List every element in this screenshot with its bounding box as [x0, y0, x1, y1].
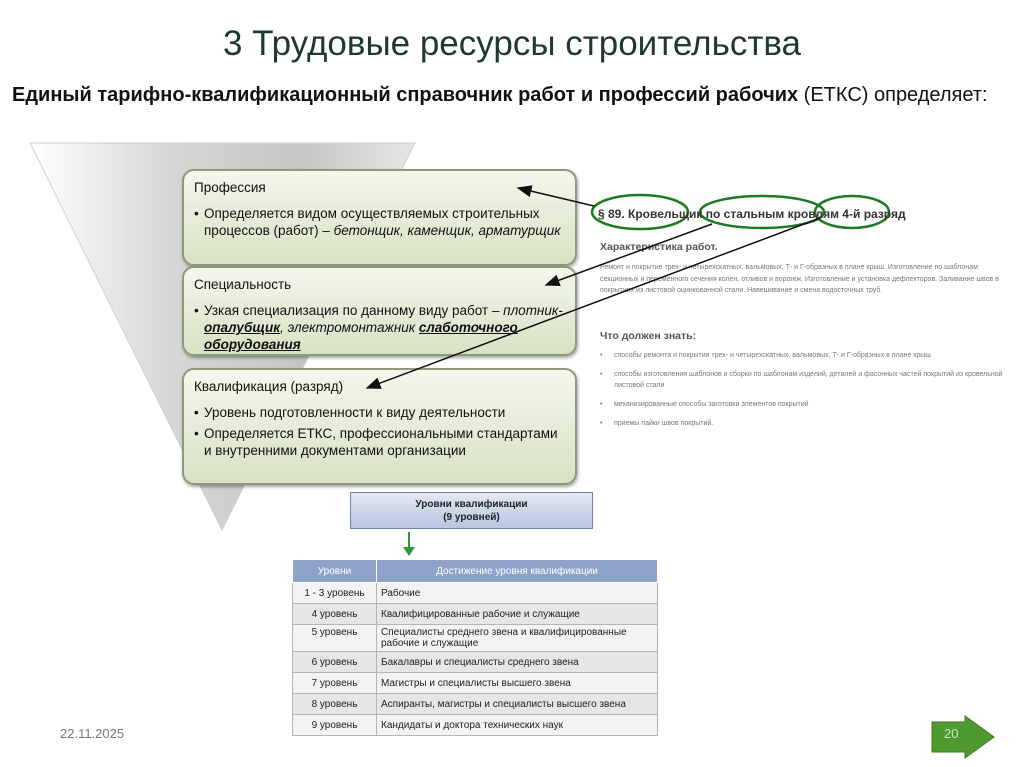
article-knowledge-title: Что должен знать: — [600, 330, 696, 342]
col-header-achievement: Достижение уровня квалификации — [377, 560, 658, 583]
list-item: •механизированные способы заготовки элем… — [600, 399, 1005, 410]
article-heading: § 89. Кровельщик по стальным кровлям 4-й… — [598, 207, 906, 221]
card-profession-title: Профессия — [194, 179, 565, 196]
list-item: •приемы пайки швов покрытий. — [600, 418, 1005, 429]
card-specialty: Специальность •Узкая специализация по да… — [182, 266, 577, 356]
col-header-levels: Уровни — [293, 560, 377, 583]
next-slide-arrow-icon — [932, 716, 994, 758]
levels-box-line2: (9 уровней) — [351, 511, 592, 524]
card-specialty-text: Узкая специализация по данному виду рабо… — [204, 302, 565, 353]
list-item: •способы изготовления шаблонов и сборки … — [600, 369, 1005, 391]
levels-box-line1: Уровни квалификации — [351, 498, 592, 511]
card-qualification-title: Квалификация (разряд) — [194, 378, 565, 395]
qualification-levels-box: Уровни квалификации (9 уровней) — [350, 492, 593, 529]
card-qualification-bullet-2: Определяется ЕТКС, профессиональными ста… — [204, 425, 565, 459]
card-profession-text: Определяется видом осуществляемых строит… — [204, 205, 565, 239]
list-item: •способы ремонта и покрытия трех- и четы… — [600, 350, 1005, 361]
slide-date: 22.11.2025 — [60, 726, 124, 741]
card-qualification-bullet-1: Уровень подготовленности к виду деятельн… — [204, 404, 565, 421]
card-qualification: Квалификация (разряд) •Уровень подготовл… — [182, 368, 577, 485]
slide-number[interactable]: 20 — [944, 726, 958, 741]
article-characteristic-text: Ремонт и покрытие трех- и четырехскатных… — [600, 262, 1005, 297]
article-characteristic-title: Характеристика работ. — [600, 241, 718, 253]
card-profession: Профессия •Определяется видом осуществля… — [182, 169, 577, 266]
card-specialty-title: Специальность — [194, 276, 565, 293]
qualification-levels-table: Уровни Достижение уровня квалификации 1 … — [292, 559, 658, 736]
article-knowledge-list: •способы ремонта и покрытия трех- и четы… — [600, 350, 1005, 437]
green-down-arrow-head — [403, 547, 415, 556]
